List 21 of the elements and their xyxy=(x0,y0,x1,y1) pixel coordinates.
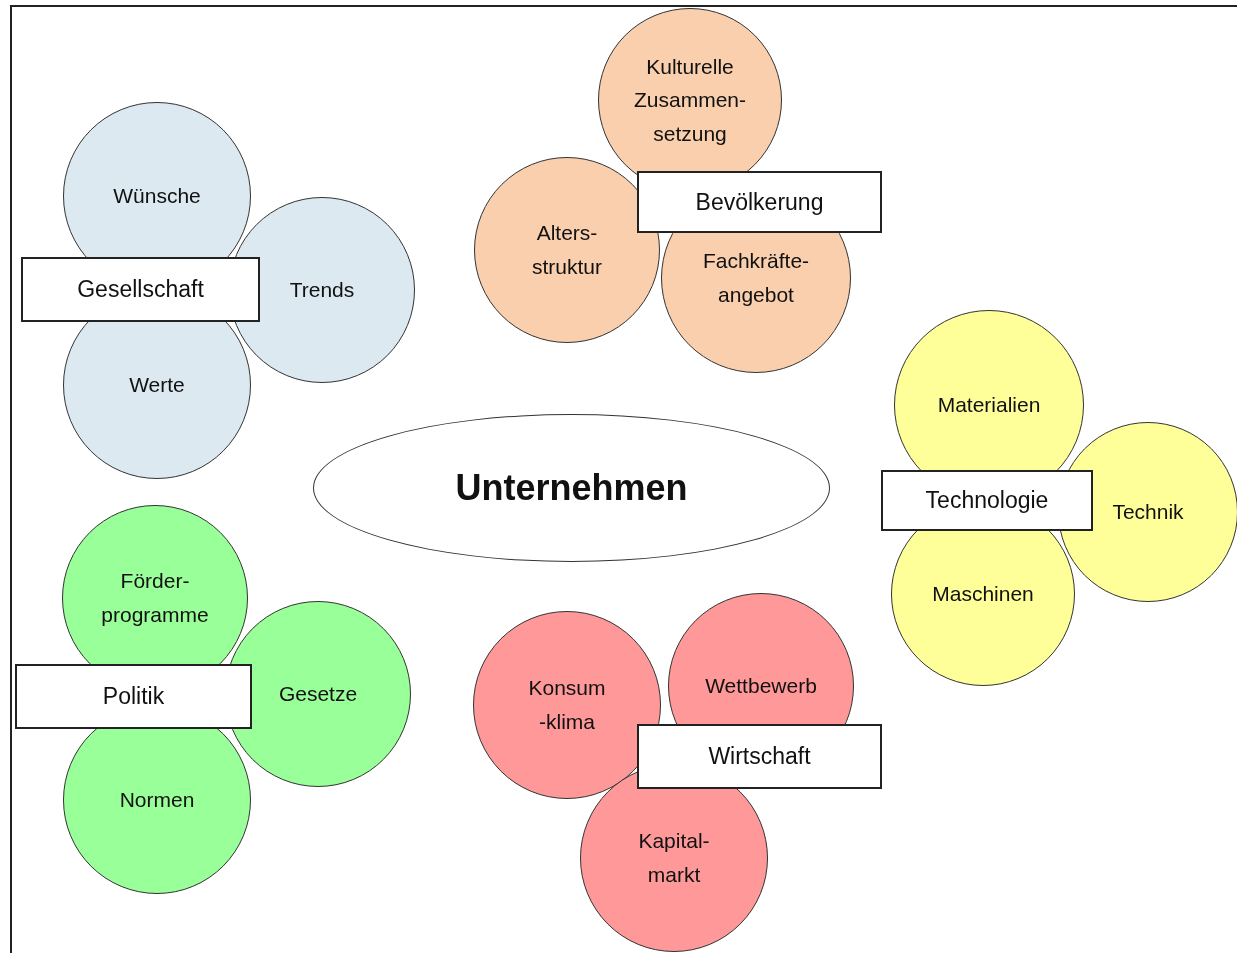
topic-label: Alters- struktur xyxy=(505,216,629,284)
topic-label: Kapital- markt xyxy=(611,824,737,892)
topic-label: Fachkräfte- angebot xyxy=(692,244,820,312)
topic-label: Technik xyxy=(1112,495,1184,529)
topic-label: Gesetze xyxy=(278,677,358,711)
topic-label: Trends xyxy=(289,273,355,307)
category-label-box: Politik xyxy=(15,664,252,729)
topic-label: Kulturelle Zusammen- setzung xyxy=(629,49,751,151)
topic-label: Materialien xyxy=(937,388,1041,422)
topic-label: Wünsche xyxy=(113,179,201,213)
topic-label: Wettbewerb xyxy=(705,669,817,703)
category-label-box: Wirtschaft xyxy=(637,724,882,789)
topic-label: Konsum -klima xyxy=(504,671,630,739)
category-label-box: Technologie xyxy=(881,470,1093,531)
category-label-box: Bevölkerung xyxy=(637,171,882,233)
center-ellipse: Unternehmen xyxy=(313,414,830,562)
topic-label: Normen xyxy=(119,783,195,817)
topic-label: Förder- programme xyxy=(93,564,217,632)
topic-label: Maschinen xyxy=(932,577,1034,611)
category-label-box: Gesellschaft xyxy=(21,257,260,322)
topic-label: Werte xyxy=(129,368,185,402)
